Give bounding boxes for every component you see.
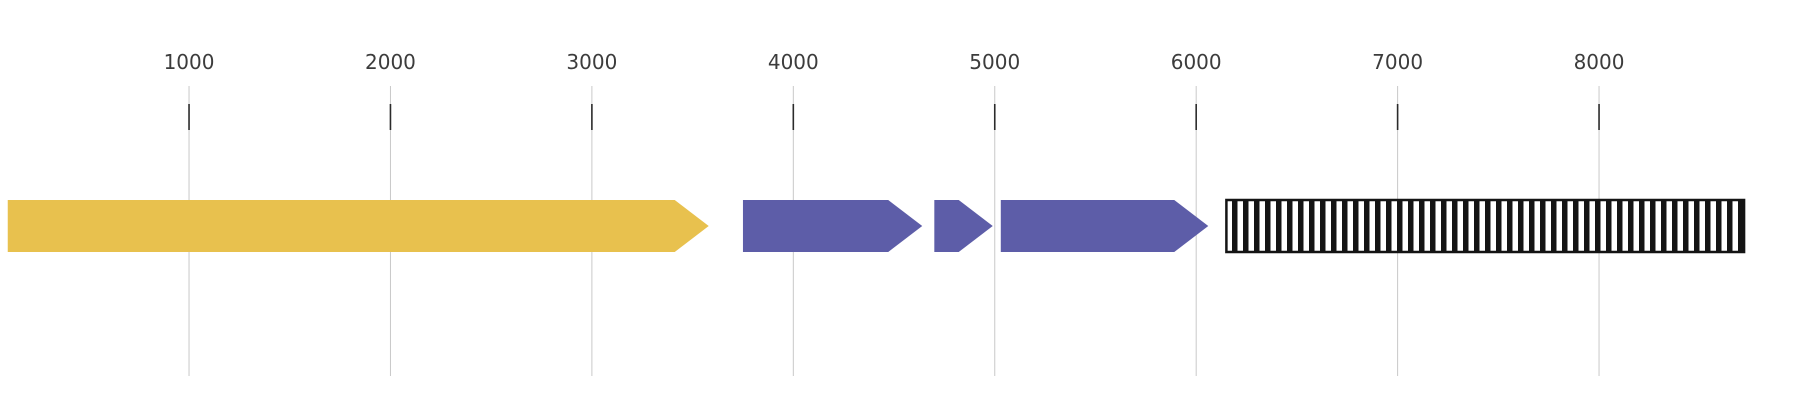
feature-5-striped-box	[1226, 200, 1745, 252]
axis-tick-label: 6000	[1171, 50, 1222, 74]
axis-tick-label: 5000	[969, 50, 1020, 74]
feature-5-border	[1225, 198, 1746, 254]
feature-2-arrow	[742, 200, 923, 252]
axis-tick-label: 8000	[1574, 50, 1625, 74]
feature-4-arrow	[1000, 200, 1209, 252]
feature-3-arrow	[934, 200, 993, 252]
feature-1-arrow	[7, 200, 709, 252]
axis-tick-label: 7000	[1372, 50, 1423, 74]
axis-tick-label: 3000	[566, 50, 617, 74]
axis-tick-label: 1000	[164, 50, 215, 74]
axis-tick-label: 4000	[768, 50, 819, 74]
axis-tick-label: 2000	[365, 50, 416, 74]
